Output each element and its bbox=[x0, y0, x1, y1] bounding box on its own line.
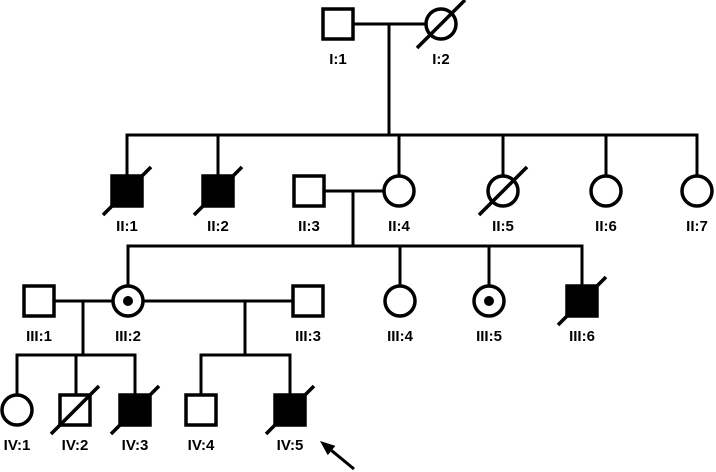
individual-II:3 bbox=[292, 174, 326, 208]
male-symbol-II:3 bbox=[292, 174, 326, 208]
individual-IV:3 bbox=[109, 384, 161, 436]
deceased-slash-icon-IV:3 bbox=[109, 384, 161, 436]
individual-IV:2 bbox=[49, 384, 101, 436]
deceased-slash-icon-II:5 bbox=[477, 165, 529, 217]
female-symbol-II:6 bbox=[589, 174, 623, 208]
individual-label-I:2: I:2 bbox=[432, 51, 450, 68]
individual-II:5 bbox=[477, 165, 529, 217]
female-symbol-II:7 bbox=[680, 174, 714, 208]
deceased-slash-icon-III:6 bbox=[556, 275, 608, 327]
carrier-dot-icon-III:5 bbox=[484, 296, 494, 306]
male-symbol-III:1 bbox=[22, 284, 56, 318]
individual-label-IV:3: IV:3 bbox=[122, 437, 149, 454]
individual-II:2 bbox=[192, 165, 244, 217]
individual-III:1 bbox=[22, 284, 56, 318]
male-symbol-III:3 bbox=[291, 284, 325, 318]
individual-III:3 bbox=[291, 284, 325, 318]
individual-label-II:2: II:2 bbox=[207, 218, 229, 235]
proband-arrow-head-icon bbox=[320, 441, 336, 456]
proband-arrow-layer bbox=[320, 441, 355, 471]
deceased-slash-icon-IV:5 bbox=[264, 384, 316, 436]
individual-label-III:4: III:4 bbox=[387, 328, 413, 345]
individual-label-III:1: III:1 bbox=[26, 328, 52, 345]
individual-label-II:3: II:3 bbox=[298, 218, 320, 235]
individual-label-III:6: III:6 bbox=[569, 328, 595, 345]
individual-symbols bbox=[0, 0, 714, 436]
individual-label-II:7: II:7 bbox=[686, 218, 708, 235]
individual-II:4 bbox=[382, 174, 416, 208]
individual-IV:4 bbox=[184, 393, 218, 427]
individual-label-III:5: III:5 bbox=[476, 328, 502, 345]
male-symbol-IV:4 bbox=[184, 393, 218, 427]
carrier-dot-icon-III:2 bbox=[123, 296, 133, 306]
individual-label-III:3: III:3 bbox=[295, 328, 321, 345]
deceased-slash-icon-IV:2 bbox=[49, 384, 101, 436]
deceased-slash-icon-I:2 bbox=[415, 0, 467, 50]
relationship-lines bbox=[15, 22, 699, 398]
individual-label-IV:1: IV:1 bbox=[4, 437, 31, 454]
individual-label-I:1: I:1 bbox=[329, 51, 347, 68]
individual-III:5 bbox=[472, 284, 506, 318]
individual-I:2 bbox=[415, 0, 467, 50]
female-symbol-III:4 bbox=[383, 284, 417, 318]
individual-III:6 bbox=[556, 275, 608, 327]
deceased-slash-icon-II:1 bbox=[101, 165, 153, 217]
individual-label-IV:4: IV:4 bbox=[188, 437, 215, 454]
individual-label-IV:5: IV:5 bbox=[277, 437, 304, 454]
individual-label-II:4: II:4 bbox=[388, 218, 410, 235]
male-symbol-I:1 bbox=[321, 7, 355, 41]
individual-I:1 bbox=[321, 7, 355, 41]
female-symbol-II:4 bbox=[382, 174, 416, 208]
individual-IV:5 bbox=[264, 384, 316, 436]
individual-label-II:6: II:6 bbox=[595, 218, 617, 235]
individual-II:6 bbox=[589, 174, 623, 208]
individual-label-II:5: II:5 bbox=[492, 218, 514, 235]
individual-II:7 bbox=[680, 174, 714, 208]
female-symbol-IV:1 bbox=[0, 393, 34, 427]
individual-label-III:2: III:2 bbox=[115, 328, 141, 345]
proband-arrow-shaft bbox=[330, 449, 355, 471]
deceased-slash-icon-II:2 bbox=[192, 165, 244, 217]
individual-III:2 bbox=[111, 284, 145, 318]
individual-IV:1 bbox=[0, 393, 34, 427]
individual-label-II:1: II:1 bbox=[116, 218, 138, 235]
individual-label-IV:2: IV:2 bbox=[62, 437, 89, 454]
individual-II:1 bbox=[101, 165, 153, 217]
individual-III:4 bbox=[383, 284, 417, 318]
